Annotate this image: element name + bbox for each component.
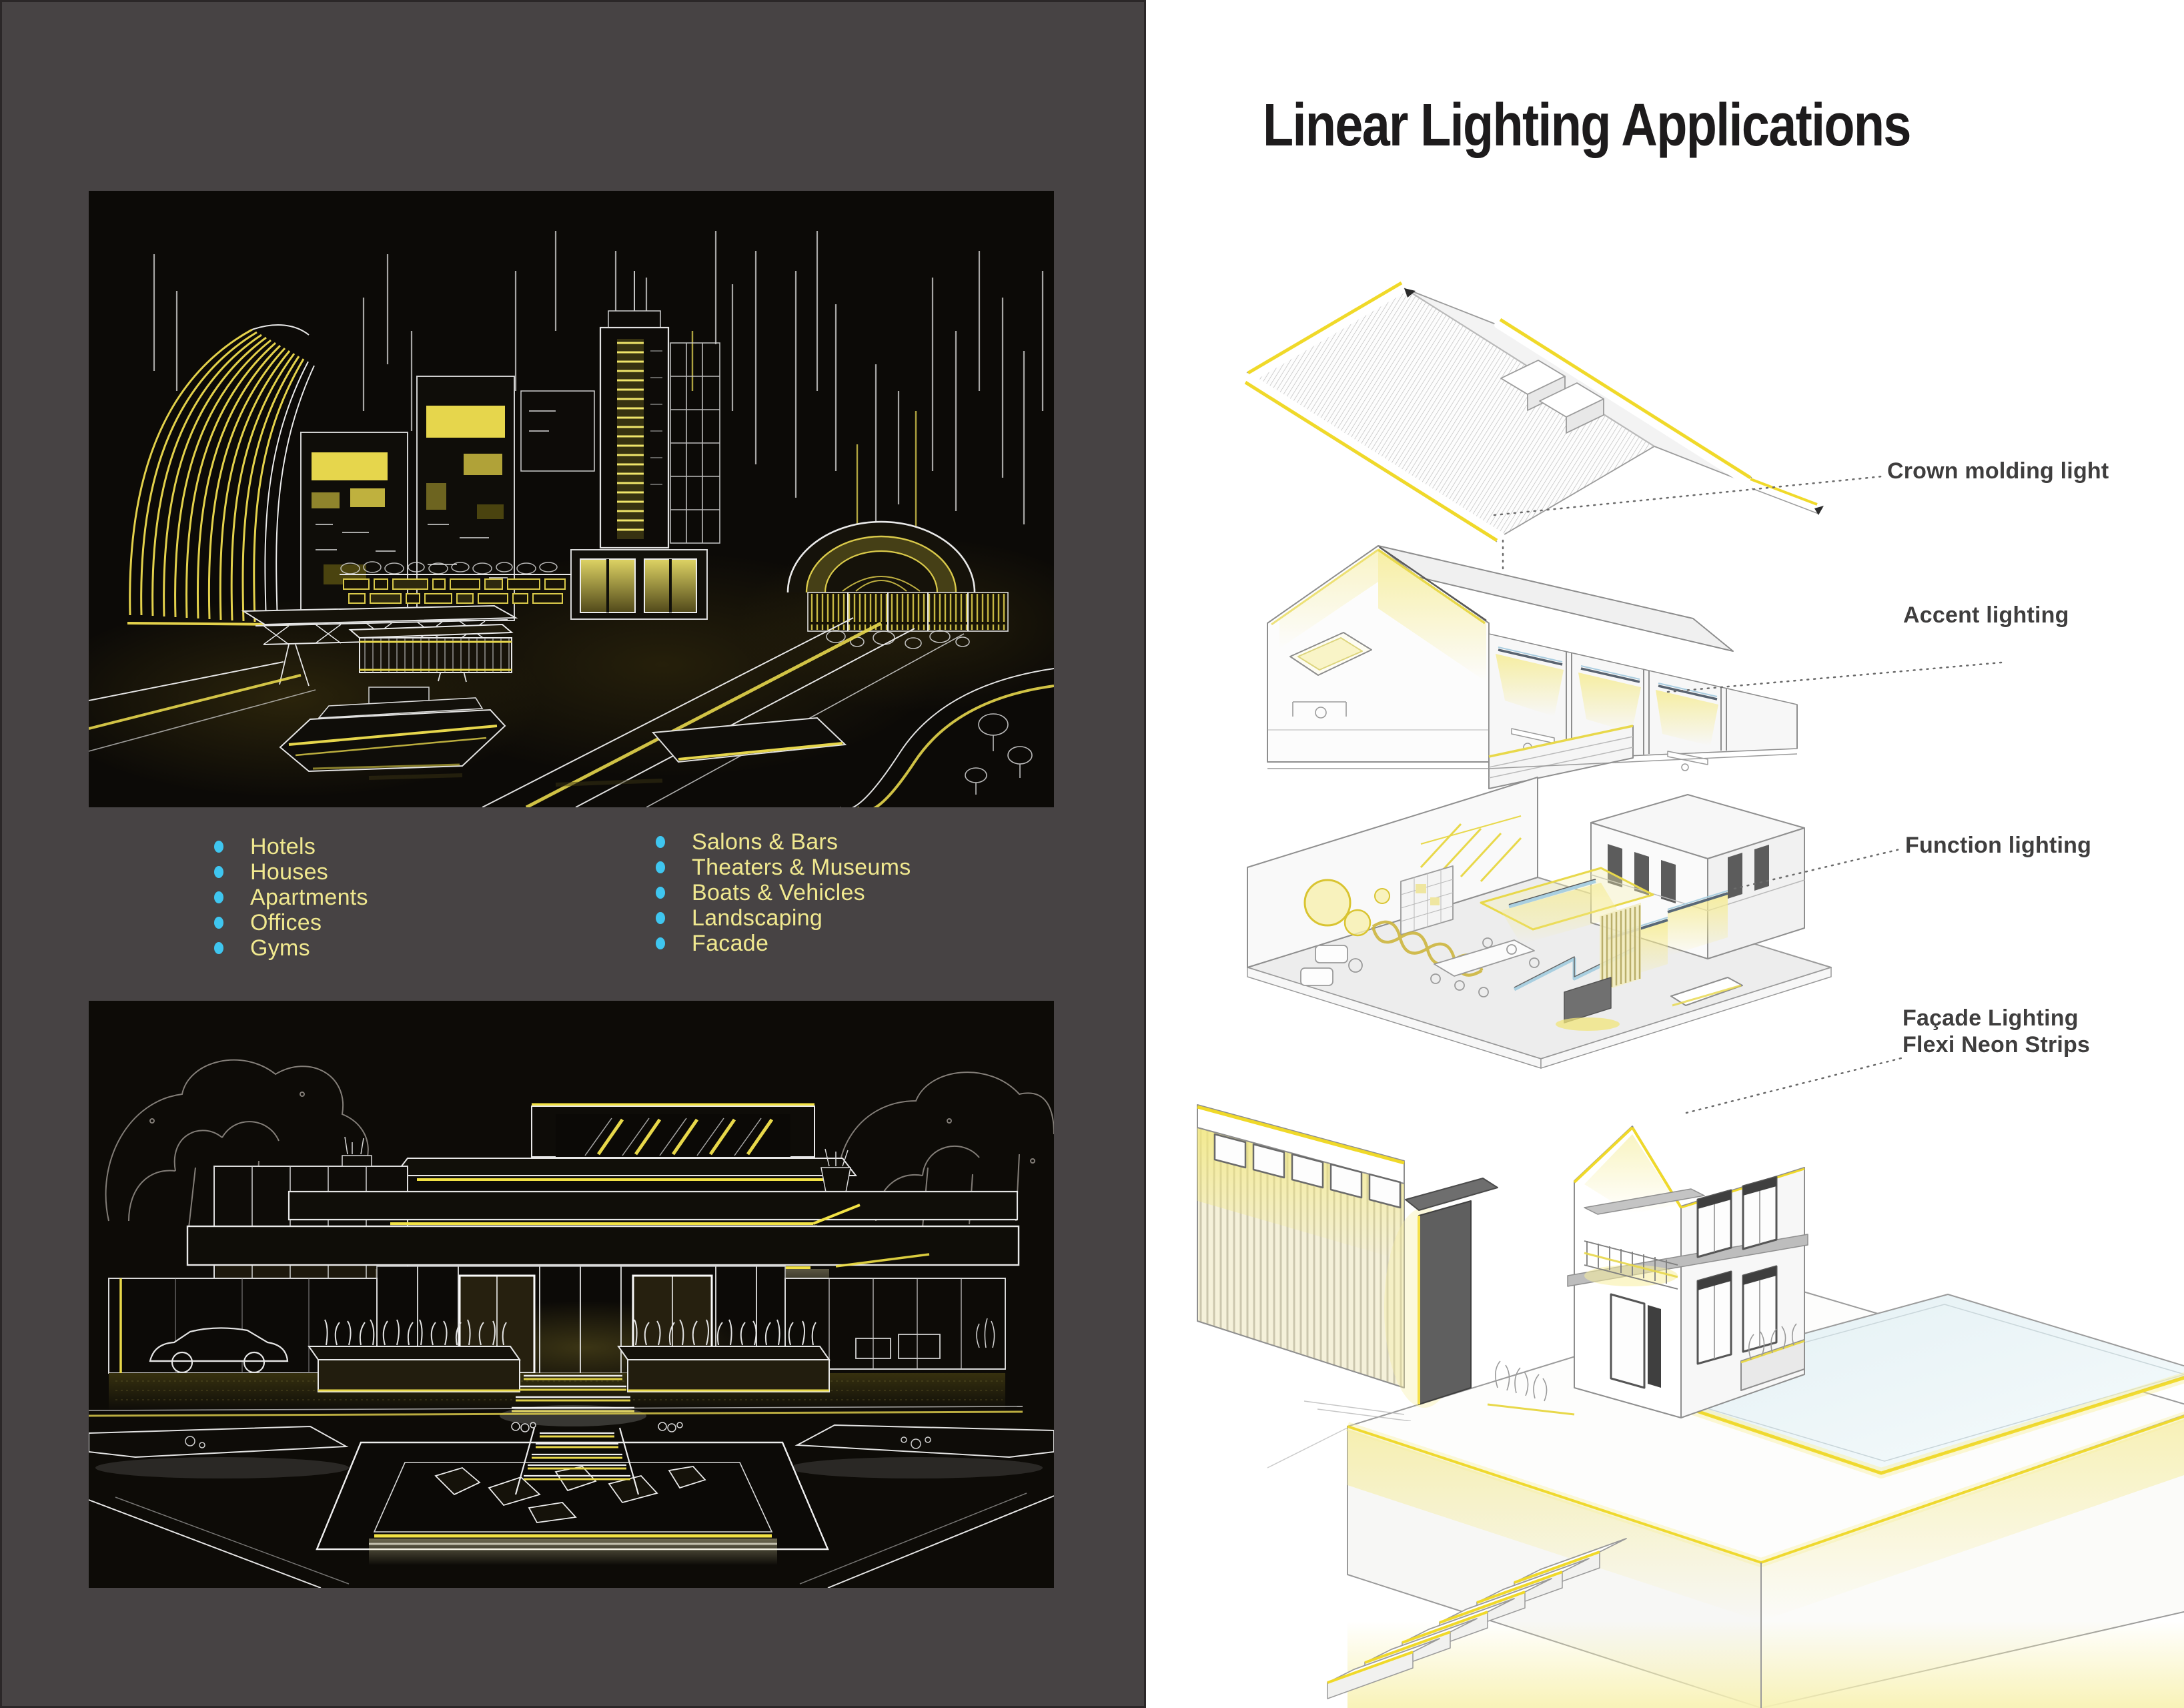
list-item: Hotels xyxy=(214,834,368,859)
accent-lighting-office-illustration xyxy=(1267,545,1798,789)
label-facade-lighting: Façade Lighting Flexi Neon Strips xyxy=(1902,1005,2090,1058)
function-lighting-interior-illustration xyxy=(1247,777,1832,1069)
list-item: Houses xyxy=(214,859,368,885)
list-item-label: Offices xyxy=(250,910,322,935)
label-facade-line2: Flexi Neon Strips xyxy=(1902,1032,2091,1057)
villa-night-render xyxy=(89,1001,1054,1588)
bullet-icon xyxy=(214,917,223,929)
crown-molding-roof-illustration xyxy=(1244,281,1824,542)
facade-lighting-house-illustration xyxy=(1197,1104,1808,1421)
list-item: Facade xyxy=(656,931,911,956)
applications-list-2: Salons & Bars Theaters & Museums Boats &… xyxy=(656,829,911,956)
label-crown-molding-light: Crown molding light xyxy=(1887,458,2109,484)
list-item: Offices xyxy=(214,910,368,935)
bullet-icon xyxy=(214,866,223,878)
list-item-label: Facade xyxy=(692,931,769,956)
bullet-icon xyxy=(656,912,665,924)
list-item: Boats & Vehicles xyxy=(656,880,911,905)
list-item: Landscaping xyxy=(656,905,911,931)
bullet-icon xyxy=(656,937,665,949)
list-item-label: Apartments xyxy=(250,885,368,910)
list-item: Apartments xyxy=(214,885,368,910)
list-item-label: Landscaping xyxy=(692,905,823,931)
list-item-label: Boats & Vehicles xyxy=(692,880,865,905)
list-item: Theaters & Museums xyxy=(656,855,911,880)
left-panel: Hotels Houses Apartments Offices Gyms Sa… xyxy=(0,0,1146,1708)
label-function-lighting: Function lighting xyxy=(1905,833,2092,858)
list-item: Salons & Bars xyxy=(656,829,911,855)
bullet-icon xyxy=(214,841,223,853)
bullet-icon xyxy=(656,836,665,848)
bullet-icon xyxy=(656,861,665,873)
list-item-label: Hotels xyxy=(250,834,316,859)
list-item-label: Salons & Bars xyxy=(692,829,839,855)
list-item-label: Gyms xyxy=(250,935,310,961)
city-night-render xyxy=(89,191,1054,807)
list-item: Gyms xyxy=(214,935,368,961)
list-item-label: Houses xyxy=(250,859,329,885)
bullet-icon xyxy=(214,942,223,954)
label-accent-lighting: Accent lighting xyxy=(1903,602,2069,628)
label-facade-line1: Façade Lighting xyxy=(1902,1005,2079,1031)
bullet-icon xyxy=(214,891,223,903)
pool-flexi-neon-illustration xyxy=(1267,1288,2184,1708)
applications-list-1: Hotels Houses Apartments Offices Gyms xyxy=(214,834,368,961)
list-item-label: Theaters & Museums xyxy=(692,855,911,880)
bullet-icon xyxy=(656,887,665,899)
page-title: Linear Lighting Applications xyxy=(1263,92,1911,159)
